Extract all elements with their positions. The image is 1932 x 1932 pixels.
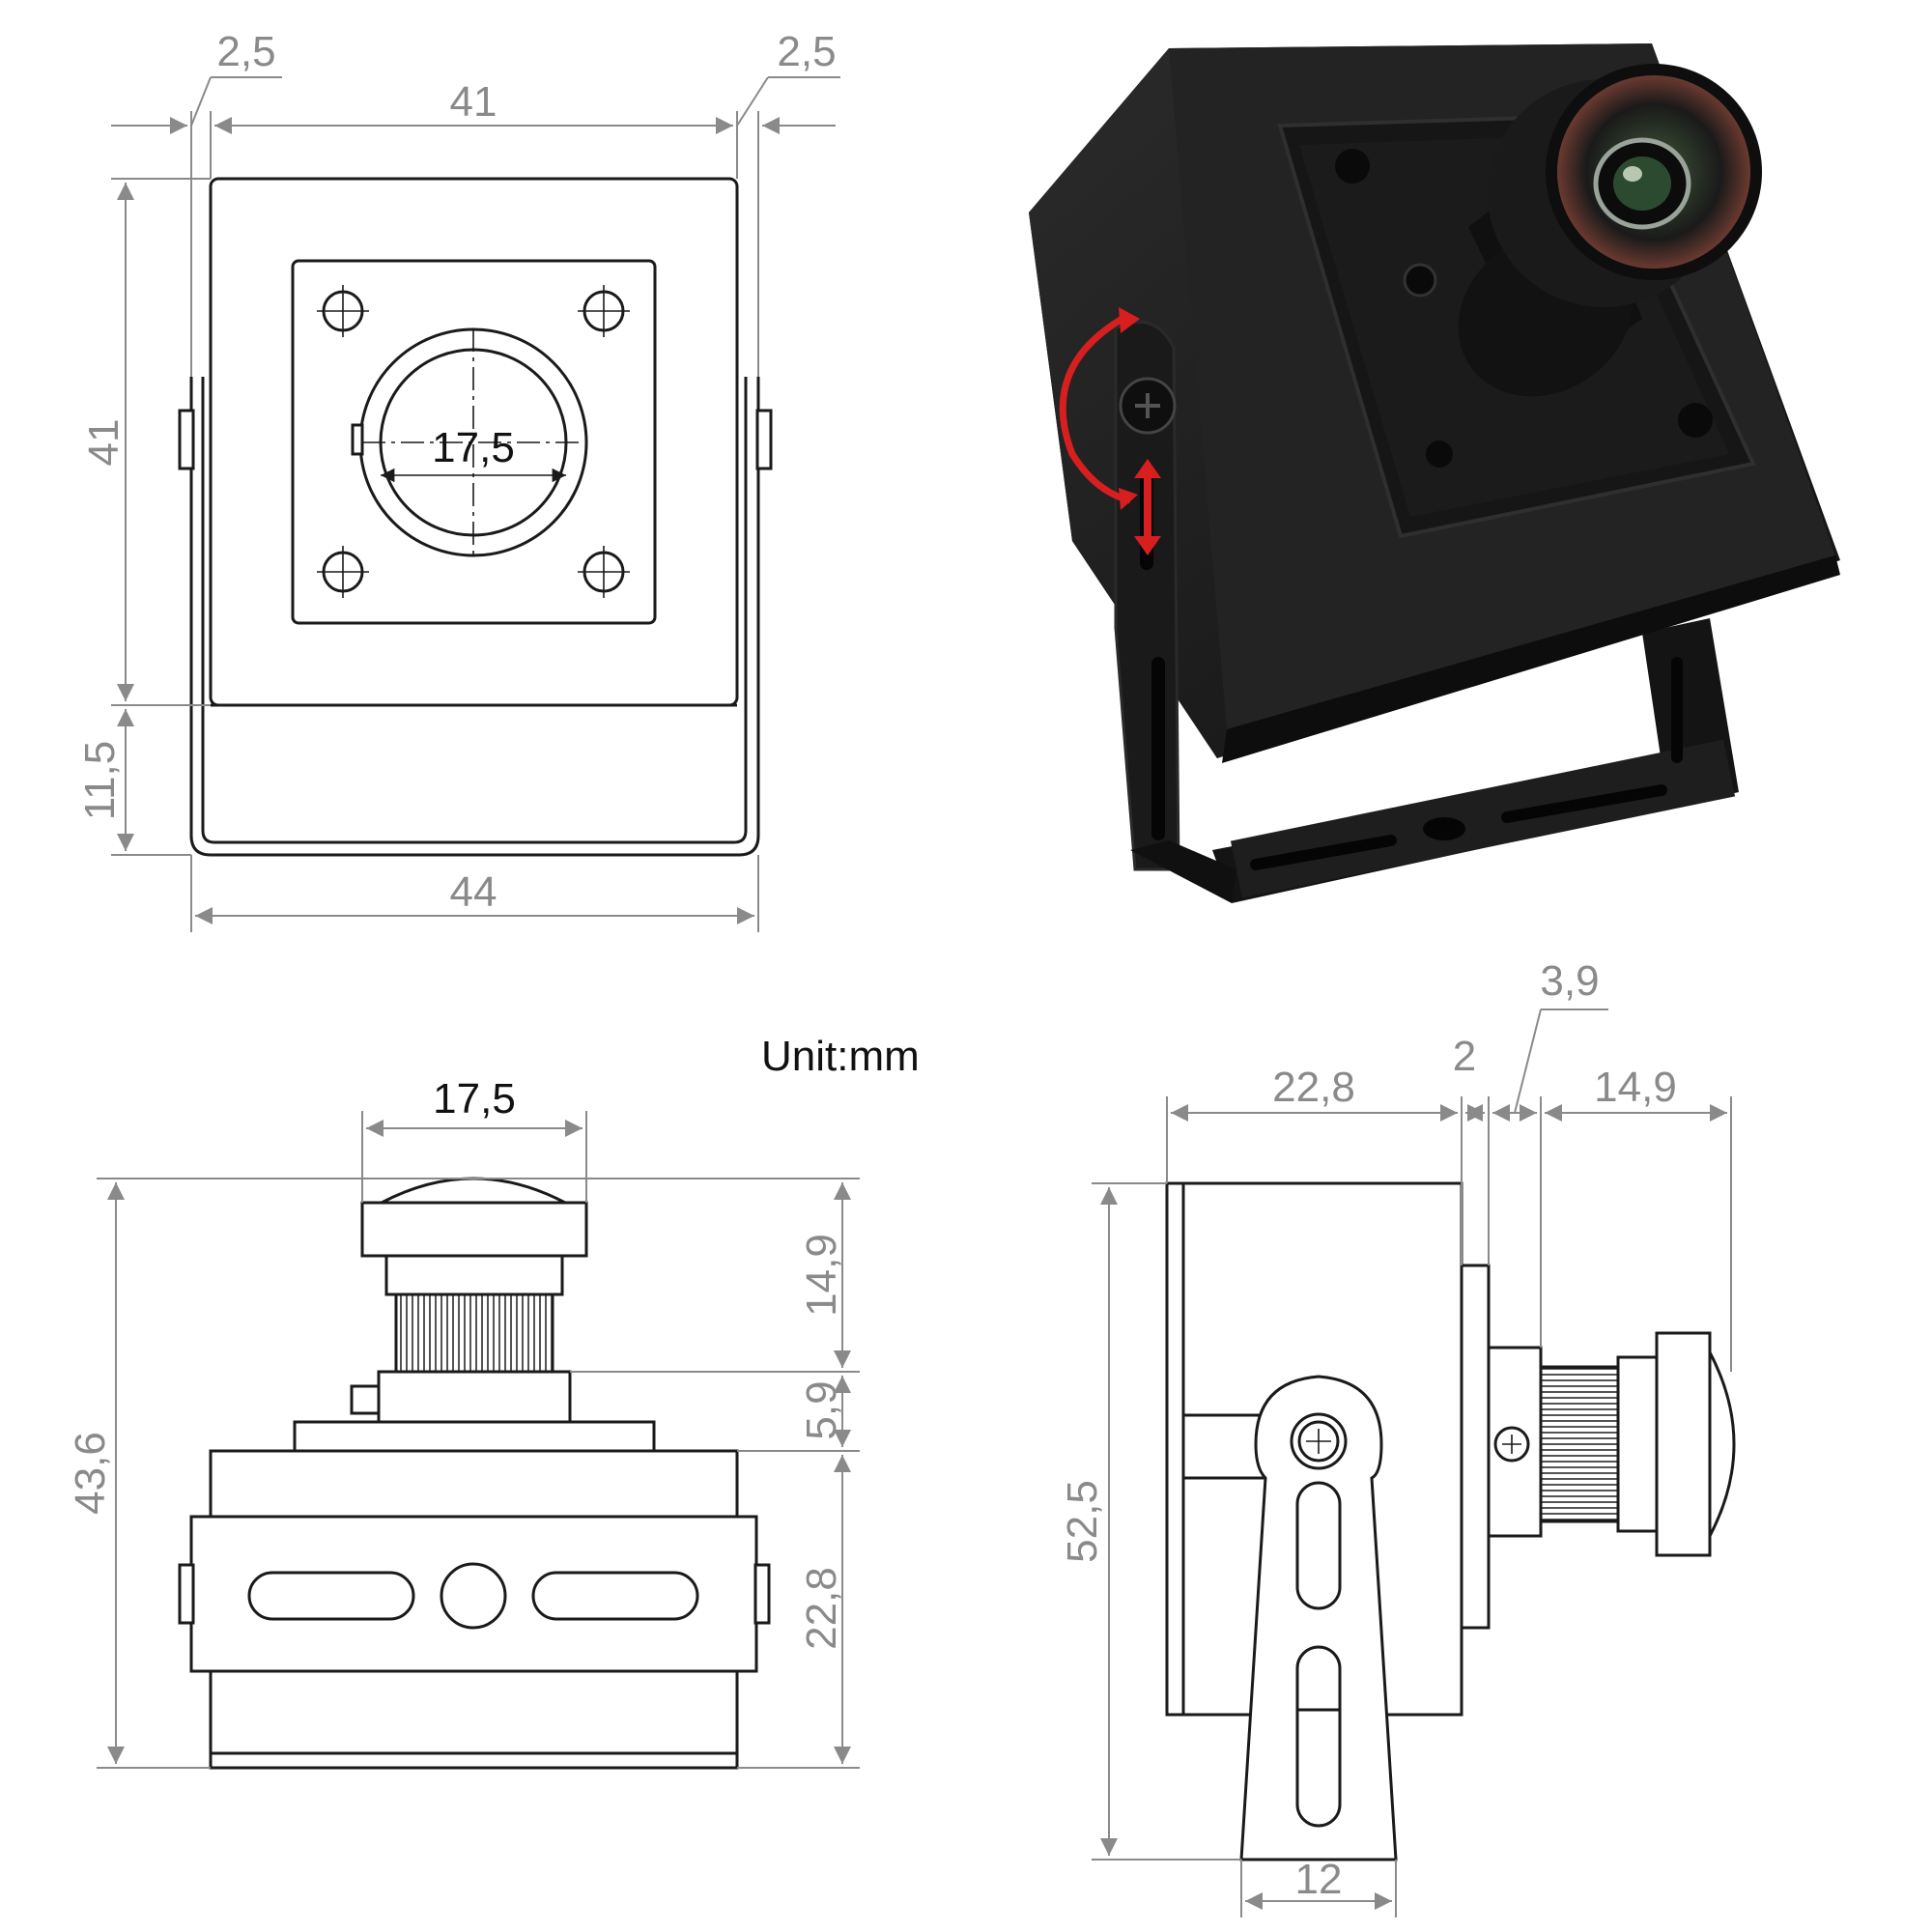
top-lens-width-label: 17,5 bbox=[433, 1075, 516, 1122]
front-view: 17,5 41 2,5 2,5 41 11,5 44 bbox=[76, 28, 840, 932]
camera-product-image bbox=[1029, 43, 1840, 903]
front-bracket-height-label: 11,5 bbox=[76, 741, 124, 820]
side-lens-length-label: 14,9 bbox=[1594, 1064, 1677, 1111]
unit-label: Unit:mm bbox=[761, 1033, 920, 1080]
mount-hole bbox=[578, 285, 630, 337]
top-view: 17,5 43,6 14,9 5,9 22,8 bbox=[67, 1075, 860, 1770]
front-bottom-width-label: 44 bbox=[450, 868, 497, 916]
front-lens-diameter-label: 17,5 bbox=[432, 424, 515, 471]
mount-hole bbox=[317, 285, 369, 337]
side-view: 22,8 2 3,9 14,9 52,5 12 bbox=[1059, 957, 1736, 1918]
top-mount-height-label: 5,9 bbox=[798, 1380, 845, 1439]
mount-hole bbox=[578, 546, 630, 598]
front-top-width-label: 41 bbox=[450, 78, 497, 126]
front-height-label: 41 bbox=[80, 419, 128, 467]
top-lens-height-label: 14,9 bbox=[798, 1234, 845, 1317]
side-mount-label: 3,9 bbox=[1540, 957, 1599, 1005]
screw-icon bbox=[1290, 1412, 1348, 1470]
top-total-height-label: 43,6 bbox=[67, 1432, 114, 1515]
front-right-gap-label: 2,5 bbox=[777, 28, 836, 75]
mount-hole bbox=[317, 546, 369, 598]
slide-arrow-icon bbox=[1134, 459, 1161, 555]
side-plate-label: 2 bbox=[1453, 1033, 1476, 1080]
top-body-depth-label: 22,8 bbox=[798, 1567, 845, 1650]
side-bracket-width-label: 12 bbox=[1295, 1856, 1343, 1903]
side-body-depth-label: 22,8 bbox=[1272, 1064, 1355, 1111]
front-left-gap-label: 2,5 bbox=[216, 28, 275, 75]
side-total-height-label: 52,5 bbox=[1059, 1480, 1106, 1563]
screw-icon bbox=[1493, 1426, 1530, 1463]
rotate-arrow-icon bbox=[1059, 307, 1140, 510]
